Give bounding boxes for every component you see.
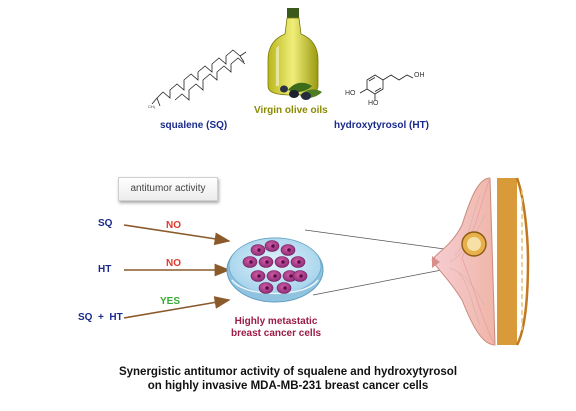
cell-nucleus [297,260,301,264]
row-sq-ht-compound: SQ + HT [78,312,123,323]
breast-illustration [431,177,530,346]
antitumor-activity-badge: antitumor activity [118,177,218,201]
cell-nucleus [281,260,285,264]
row-sq-compound: SQ [98,218,113,229]
zoom-lines [304,229,453,296]
olive-oil-bottle-icon [267,8,322,100]
olive-oil-label: Virgin olive oils [254,105,328,116]
squalene-structure [151,49,247,107]
cell-nucleus [283,286,287,290]
row-ht-result: NO [166,258,181,269]
caption-line1: Synergistic antitumor activity of squale… [118,366,458,378]
ht-ho-left: HO [345,90,356,97]
dish-label-line1: Highly metastatic [234,316,318,327]
cell-nucleus [273,274,277,278]
cell-nucleus [289,274,293,278]
cell-nucleus [271,244,275,248]
cell-nucleus [249,260,253,264]
cell-nucleus [257,274,261,278]
caption-line2: on highly invasive MDA-MB-231 breast can… [147,380,429,392]
compound-arrows [123,224,231,319]
row-sq-ht-result: YES [160,296,181,307]
ht-oh-top: OH [414,72,425,79]
petri-dish [226,237,324,303]
row-sq-result: NO [166,220,181,231]
row-ht-compound: HT [98,264,112,275]
cell-nucleus [287,248,291,252]
cell-nucleus [257,248,261,252]
hydroxytyrosol-structure [359,74,414,100]
figure-caption: Synergistic antitumor activity of squale… [0,365,576,393]
sq-ht-arrow [123,296,231,319]
squalene-atom-labels: CH₃ [148,104,156,109]
hydroxytyrosol-label: hydroxytyrosol (HT) [334,120,430,131]
squalene-label: squalene (SQ) [160,120,228,131]
dish-label: Highly metastatic breast cancer cells [224,316,328,340]
cell-nucleus [299,274,303,278]
cell-nucleus [265,286,269,290]
dish-label-line2: breast cancer cells [230,328,322,339]
sq-arrow [123,224,231,246]
cell-nucleus [265,260,269,264]
ht-ho-bottom: HO [368,100,379,107]
